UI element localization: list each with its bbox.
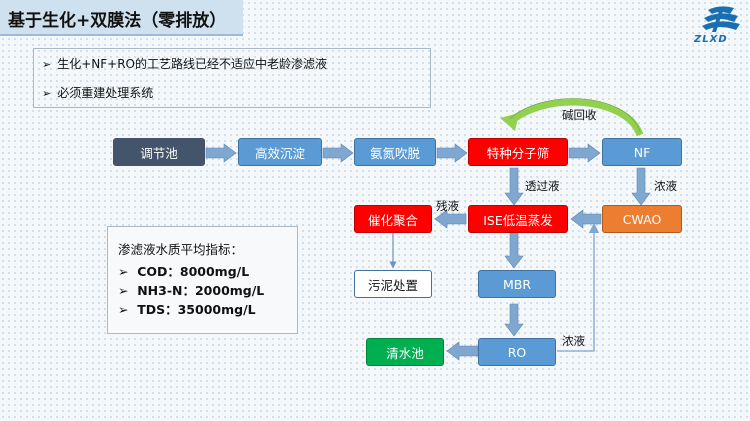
bullet-text: 必须重建处理系统 <box>57 86 154 100</box>
node-tezhong: 特种分子筛 <box>468 138 568 166</box>
bullet-arrow-icon: ➢ <box>118 264 129 279</box>
arrow-nf-cwao <box>631 167 651 206</box>
arrow-tezhong-ise <box>504 167 524 206</box>
tds-value: TDS：35000mg/L <box>137 302 256 317</box>
node-qingshui: 清水池 <box>366 338 444 366</box>
bullet-text: 生化+NF+RO的工艺路线已经不适应中老龄渗滤液 <box>57 57 327 71</box>
label-touguoye: 透过液 <box>525 179 560 193</box>
bullet-arrow-icon: ➢ <box>118 283 129 298</box>
label-canye: 残液 <box>436 199 459 213</box>
node-cuihua: 催化聚合 <box>354 205 432 233</box>
water-quality-item: ➢ NH3-N：2000mg/L <box>118 280 264 299</box>
zlxd-logo-icon <box>702 6 740 32</box>
arrow-mbr-ro <box>504 303 524 337</box>
arrow-ise-cuihua <box>434 209 467 229</box>
arrow-anqi-tezhong <box>436 143 468 163</box>
page-title: 基于生化+双膜法（零排放） <box>8 11 227 31</box>
arrow-ro-qingshui <box>446 341 479 361</box>
recycle-arrow-icon <box>507 98 644 137</box>
node-cwao: CWAO <box>602 205 682 233</box>
node-mbr: MBR <box>478 270 556 298</box>
cod-value: COD：8000mg/L <box>137 264 250 279</box>
node-anqi: 氨氮吹脱 <box>354 138 436 166</box>
title-bar: 基于生化+双膜法（零排放） <box>0 0 243 36</box>
bullet-arrow-icon: ➢ <box>118 302 129 317</box>
logo-text: ZLXD <box>694 34 728 45</box>
bullet-item: ➢ 必须重建处理系统 <box>42 84 153 101</box>
nh3n-value: NH3-N：2000mg/L <box>137 283 265 298</box>
label-jianhuishou: 碱回收 <box>562 108 597 122</box>
arrow-gaoxiao-anqi <box>322 143 354 163</box>
node-wuni: 污泥处置 <box>354 270 432 298</box>
water-quality-box: 渗滤液水质平均指标： ➢ COD：8000mg/L ➢ NH3-N：2000mg… <box>107 226 298 334</box>
water-quality-item: ➢ TDS：35000mg/L <box>118 299 256 318</box>
bullet-arrow-icon: ➢ <box>42 58 52 71</box>
arrow-tezhong-nf <box>568 143 601 163</box>
water-quality-title: 渗滤液水质平均指标： <box>118 242 244 257</box>
node-ise: ISE低温蒸发 <box>468 205 568 233</box>
node-nf: NF <box>602 138 682 166</box>
arrow-cwao-ise <box>570 209 602 229</box>
water-quality-item: ➢ COD：8000mg/L <box>118 261 249 280</box>
bullet-arrow-icon: ➢ <box>42 87 52 100</box>
arrow-ise-mbr <box>504 232 524 269</box>
label-nongye-1: 浓液 <box>654 179 677 193</box>
node-gaoxiao: 高效沉淀 <box>238 138 322 166</box>
label-nongye-2: 浓液 <box>562 334 585 348</box>
node-ro: RO <box>478 338 556 366</box>
node-tiaojiechi: 调节池 <box>113 138 205 166</box>
arrow-tiaojiechi-gaoxiao <box>205 143 237 163</box>
bullet-box: ➢ 生化+NF+RO的工艺路线已经不适应中老龄渗滤液 ➢ 必须重建处理系统 <box>33 48 431 108</box>
arrow-ro-cwao-return <box>557 222 600 352</box>
bullet-item: ➢ 生化+NF+RO的工艺路线已经不适应中老龄渗滤液 <box>42 55 327 72</box>
